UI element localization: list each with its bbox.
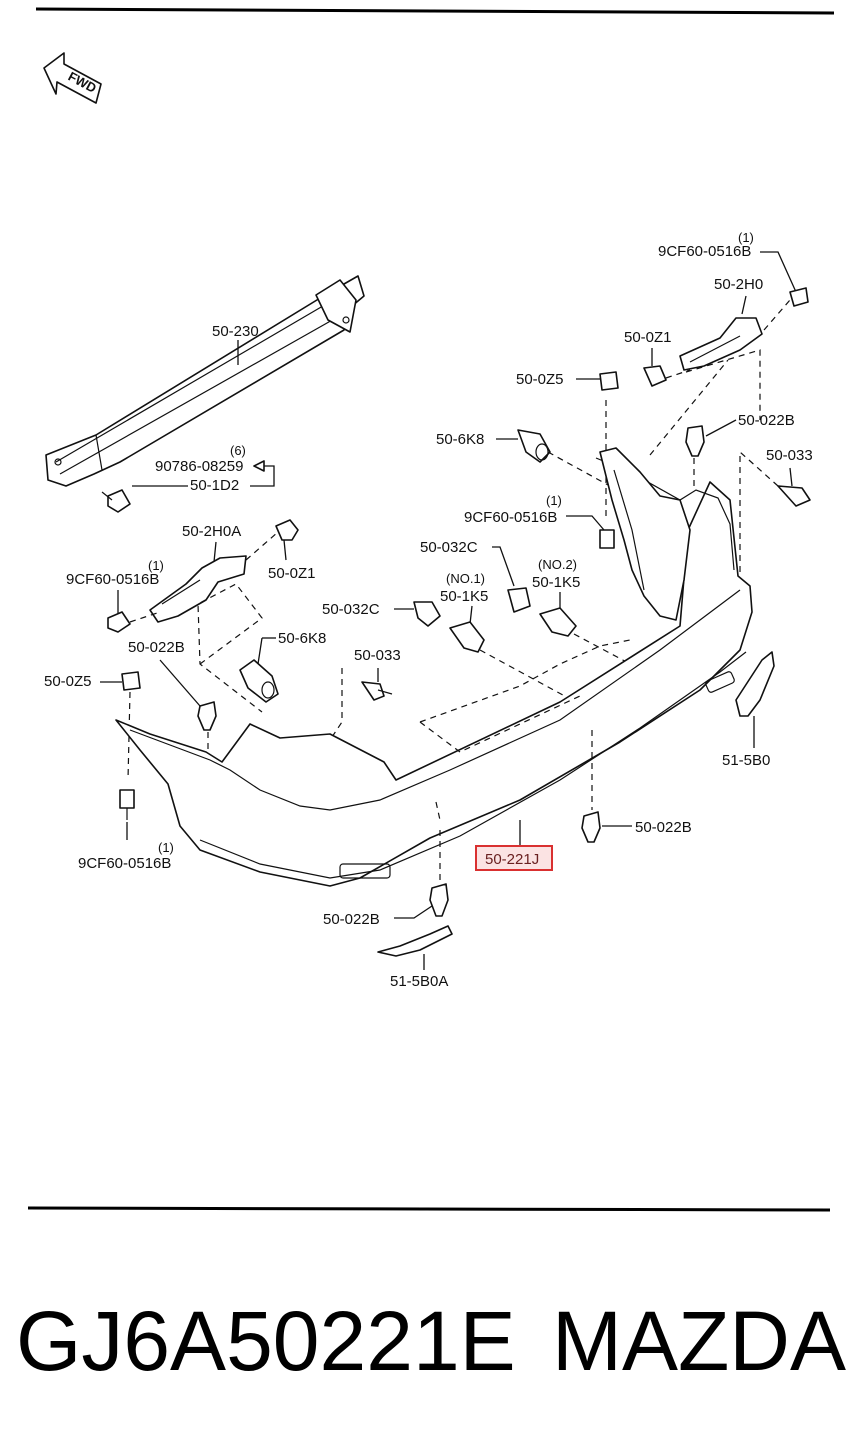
label-qty1-bottom-left: (1) <box>158 840 174 855</box>
nut-icon <box>413 601 441 627</box>
label-qty1-mid: (1) <box>546 493 562 508</box>
top-rule <box>35 7 835 15</box>
right-bracket <box>679 317 763 371</box>
label-clip-022b-right: 50-022B <box>738 412 795 429</box>
screw-icon <box>599 529 615 549</box>
push-clip-icon <box>581 811 601 843</box>
label-screw-033-right: 50-033 <box>766 447 813 464</box>
clip-icon <box>599 371 619 391</box>
label-bracket-left: 50-2H0A <box>182 523 241 540</box>
label-bracket-right: 50-2H0 <box>714 276 763 293</box>
clip-icon <box>539 607 577 637</box>
label-clip-0z5-left: 50-0Z5 <box>44 673 92 690</box>
label-screw-9cf-top-right: 9CF60-0516B <box>658 243 751 260</box>
push-clip-icon <box>197 701 217 731</box>
label-clip-022b-left: 50-022B <box>128 639 185 656</box>
lower-molding <box>377 925 453 957</box>
screw-icon <box>789 287 809 307</box>
label-clip-022b-lower-right: 50-022B <box>635 819 692 836</box>
bumper-fascia <box>115 447 753 887</box>
label-absorber: 50-1D2 <box>190 477 239 494</box>
bumper-reinforcement <box>45 275 365 487</box>
left-bracket <box>149 555 247 623</box>
label-qty1-top-right: (1) <box>738 230 754 245</box>
label-plate-6k8-right: 50-6K8 <box>436 431 484 448</box>
clip-icon <box>121 671 141 691</box>
retainer-plate <box>239 659 279 703</box>
screw-icon <box>361 681 393 701</box>
label-clip-0z1-left: 50-0Z1 <box>268 565 316 582</box>
label-qty6: (6) <box>230 443 246 458</box>
screw-icon <box>119 789 135 820</box>
clip-icon <box>449 621 485 653</box>
push-clip-icon <box>429 883 449 917</box>
label-lower-molding: 51-5B0A <box>390 973 448 990</box>
clip-icon <box>275 519 299 541</box>
nut-icon <box>507 587 531 613</box>
side-molding <box>735 651 775 717</box>
label-screw-033-left: 50-033 <box>354 647 401 664</box>
label-clip-0z5-right: 50-0Z5 <box>516 371 564 388</box>
screw-icon <box>107 611 131 633</box>
label-side-molding: 51-5B0 <box>722 752 770 769</box>
label-bolt-90786: 90786-08259 <box>155 458 243 475</box>
screw-icon <box>777 485 811 507</box>
label-no2: (NO.2) <box>538 557 577 572</box>
label-clip-022b-bottom: 50-022B <box>323 911 380 928</box>
caption-brand: MAZDA <box>552 1294 846 1388</box>
label-plate-6k8-left: 50-6K8 <box>278 630 326 647</box>
label-screw-9cf-bottom-left: 9CF60-0516B <box>78 855 171 872</box>
retainer-plate <box>517 429 551 463</box>
label-clip-1k5-no2: 50-1K5 <box>532 574 580 591</box>
label-reinforcement: 50-230 <box>212 323 259 340</box>
fwd-arrow-icon: FWD <box>43 52 102 104</box>
clip-icon <box>643 365 667 387</box>
label-qty1-left-bracket: (1) <box>148 558 164 573</box>
label-screw-9cf-mid: 9CF60-0516B <box>464 509 557 526</box>
label-clip-1k5-no1: 50-1K5 <box>440 588 488 605</box>
push-clip-icon <box>685 425 705 457</box>
caption-part-number: GJ6A50221E <box>16 1294 516 1388</box>
bolt-icon <box>101 489 131 513</box>
label-no1: (NO.1) <box>446 571 485 586</box>
label-nut-032c-right: 50-032C <box>420 539 478 556</box>
label-screw-9cf-left-bracket: 9CF60-0516B <box>66 571 159 588</box>
highlight-box <box>476 846 552 870</box>
label-nut-032c-left: 50-032C <box>322 601 380 618</box>
bottom-rule <box>27 1206 831 1212</box>
label-bumper-fascia[interactable]: 50-221J <box>485 851 539 868</box>
label-clip-0z1-right: 50-0Z1 <box>624 329 672 346</box>
